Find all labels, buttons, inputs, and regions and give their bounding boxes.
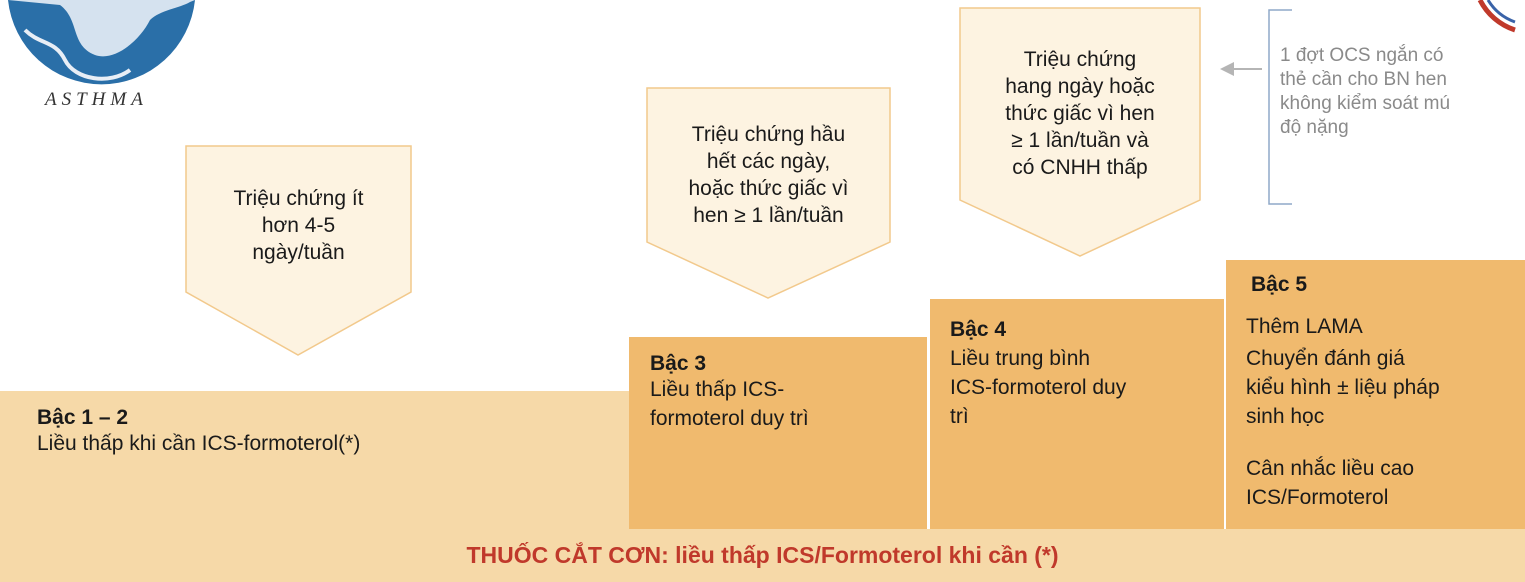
step-5-line-2: Chuyển đánh giá kiểu hình ± liệu pháp si… — [1246, 347, 1440, 428]
step-3-title: Bậc 3 — [650, 352, 707, 375]
ocs-note: 1 đợt OCS ngắn có thẻ cần cho BN hen khô… — [1280, 45, 1451, 138]
pentagon-3-text: Triệu chứng hang ngày hoặc thức giấc vì … — [1005, 47, 1155, 179]
gina-logo-globe — [8, 0, 195, 85]
note-arrow-head — [1220, 62, 1234, 76]
reliever-text: THUỐC CẮT CƠN: liều thấp ICS/Formoterol … — [466, 542, 1059, 568]
step-3-body: Liều thấp ICS- formoterol duy trì — [650, 378, 809, 430]
pentagon-3 — [959, 7, 1201, 257]
step-1-2-title: Bậc 1 – 2 — [37, 406, 129, 429]
step-4-title: Bậc 4 — [950, 318, 1007, 341]
note-bracket — [1268, 9, 1292, 205]
pentagon-1-text: Triệu chứng ít hơn 4-5 ngày/tuần — [233, 186, 364, 264]
step-1-2-body: Liều thấp khi cần ICS-formoterol(*) — [37, 432, 361, 455]
step-5-title: Bậc 5 — [1251, 273, 1308, 296]
step-5-line-1: Thêm LAMA — [1246, 315, 1363, 338]
seal-arc-blue — [1486, 0, 1516, 24]
step-5-line-3: Cân nhắc liều cao ICS/Formoterol — [1246, 457, 1415, 509]
step-4-body: Liều trung bình ICS-formoterol duy trì — [950, 347, 1127, 428]
pentagon-2 — [646, 87, 891, 299]
seal-arc-red — [1477, 0, 1516, 33]
pentagon-1 — [185, 145, 412, 356]
step-1-2-box: Bậc 1 – 2 Liều thấp khi cần ICS-formoter… — [0, 391, 629, 529]
reliever-bar: THUỐC CẮT CƠN: liều thấp ICS/Formoterol … — [0, 529, 1525, 582]
step-5-box: Bậc 5 Thêm LAMA Chuyển đánh giá kiểu hìn… — [1226, 260, 1525, 529]
logo-wordmark: ASTHMA — [43, 89, 148, 110]
step-3-box: Bậc 3 Liều thấp ICS- formoterol duy trì — [629, 337, 927, 529]
step-4-box: Bậc 4 Liều trung bình ICS-formoterol duy… — [930, 299, 1224, 529]
pentagon-2-text: Triệu chứng hầu hết các ngày, hoặc thức … — [688, 123, 849, 227]
